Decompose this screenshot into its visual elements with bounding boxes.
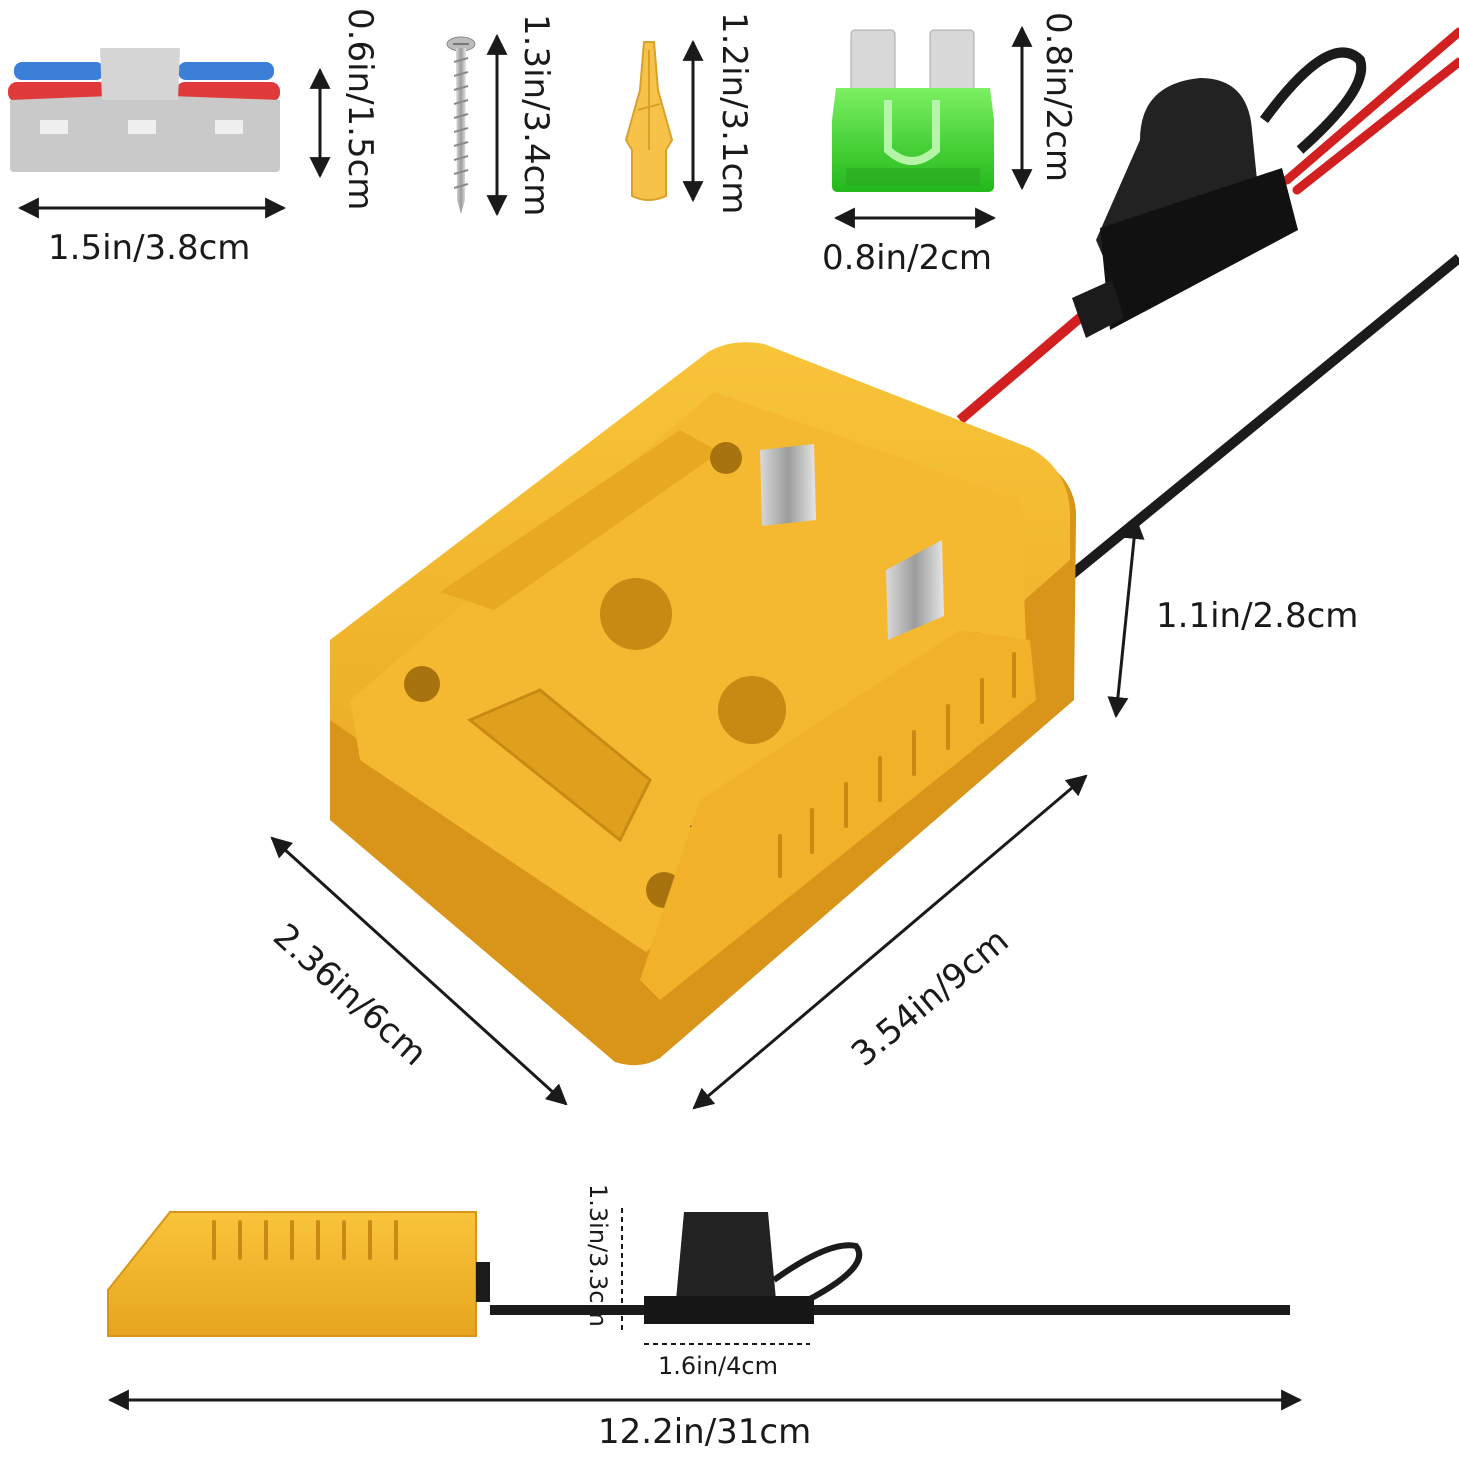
cable-assembly bbox=[956, 27, 1459, 580]
adapter-depth-arrow bbox=[270, 836, 568, 1106]
anchor-length-label: 1.2in/3.1cm bbox=[714, 12, 754, 215]
blade-fuse-icon bbox=[832, 29, 994, 192]
fuse-height-label: 0.8in/2cm bbox=[1038, 12, 1078, 182]
total-length-label: 12.2in/31cm bbox=[598, 1412, 812, 1452]
side-view bbox=[107, 1211, 1290, 1337]
adapter-length-arrow bbox=[692, 774, 1088, 1110]
screw-icon bbox=[446, 36, 476, 214]
fuse-width-label: 0.8in/2cm bbox=[822, 238, 992, 278]
wire-connector-icon bbox=[8, 48, 280, 172]
adapter-height-arrow bbox=[1107, 517, 1145, 719]
connector-height-label: 0.6in/1.5cm bbox=[340, 8, 380, 211]
connector-width-label: 1.5in/3.8cm bbox=[48, 228, 251, 268]
holder-height-label: 1.3in/3.3cm bbox=[584, 1184, 612, 1327]
holder-width-label: 1.6in/4cm bbox=[658, 1352, 778, 1380]
adapter-height-label: 1.1in/2.8cm bbox=[1156, 596, 1359, 636]
wall-anchor-icon bbox=[624, 41, 674, 201]
fuse-holder-icon bbox=[1072, 47, 1367, 338]
screw-length-label: 1.3in/3.4cm bbox=[516, 14, 556, 217]
